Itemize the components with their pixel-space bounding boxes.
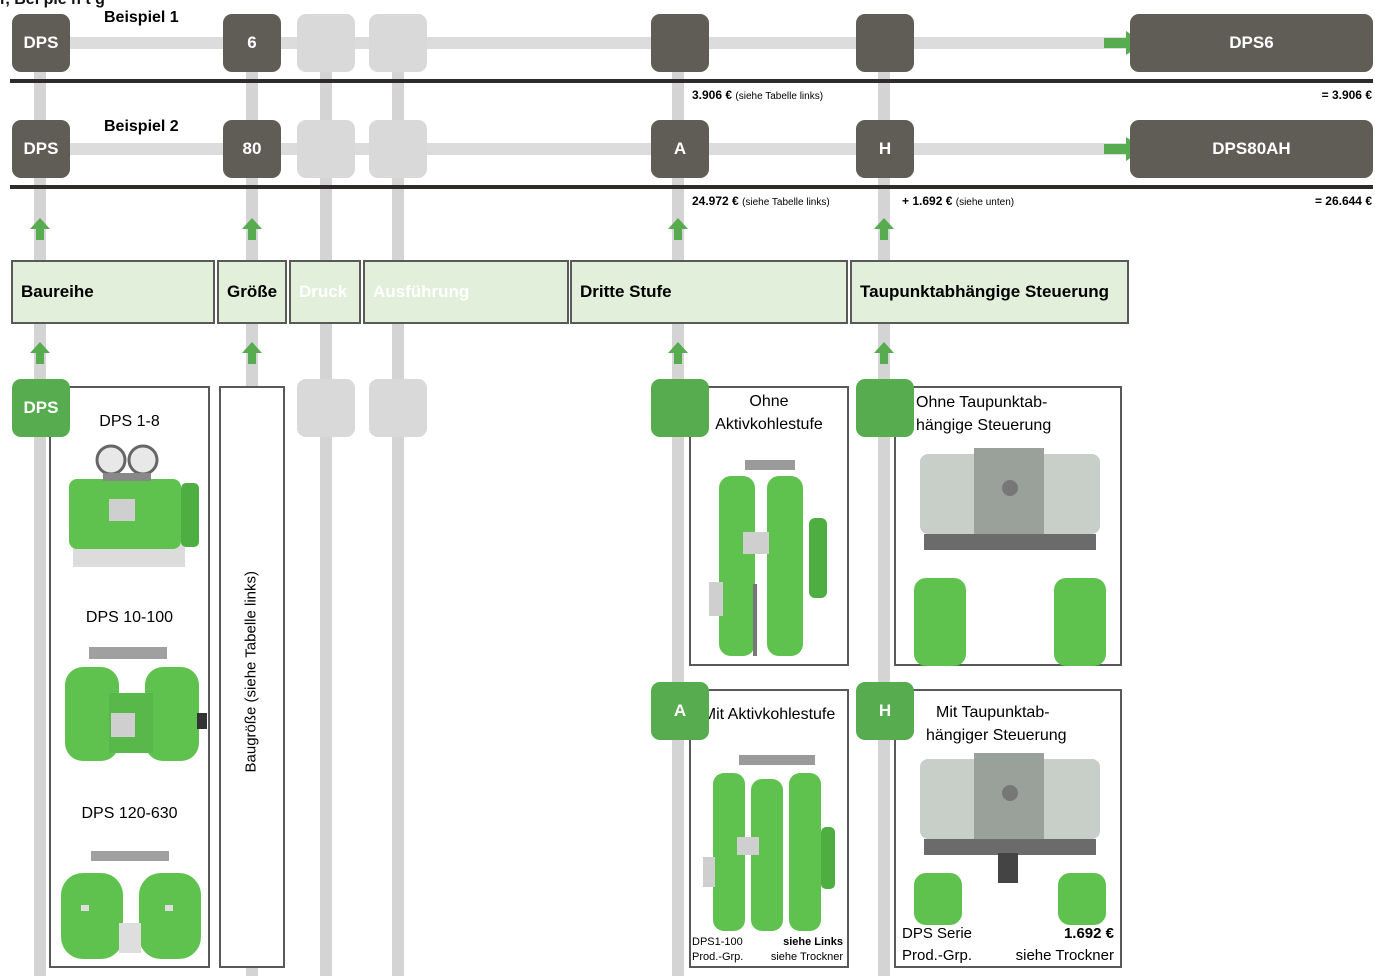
- footer-right-1: 1.692 €: [1063, 925, 1114, 942]
- example-2-total: = 26.644 €: [1314, 194, 1372, 208]
- ohne-steuerung-image: [914, 448, 1106, 666]
- example-1-code-ausfuehrung: [369, 14, 427, 72]
- footer-right-1: siehe Links: [783, 936, 843, 948]
- example-2-price-dritte-stufe: 24.972 € (siehe Tabelle links): [692, 194, 830, 208]
- example-1-total: = 3.906 €: [1321, 88, 1372, 102]
- option-label-2: hängige Steuerung: [916, 417, 1052, 434]
- example-2-code-druck: [297, 120, 355, 178]
- dritte-stufe-code-1: [651, 379, 709, 437]
- groesse-option-box: Baugröße (siehe Tabelle links): [219, 386, 285, 968]
- footer-right-2: siehe Trockner: [770, 951, 843, 963]
- dritte-stufe-code-2: A: [651, 682, 709, 740]
- guide-line-baureihe: [34, 60, 46, 976]
- example-1-code-taupunkt: [856, 14, 914, 72]
- category-druck: Druck: [289, 260, 361, 324]
- guide-line-taupunkt: [878, 60, 890, 976]
- example-2-code-baureihe: DPS: [12, 120, 70, 178]
- example-2-price-taupunkt: + 1.692 € (siehe unten): [902, 194, 1015, 208]
- example-2-code-taupunkt: H: [856, 120, 914, 178]
- ohne-aktivkohle-image: [709, 460, 827, 656]
- example-1-result: DPS6: [1130, 14, 1373, 72]
- footer-left-2: Prod.-Grp.: [902, 947, 973, 964]
- taupunkt-option-1: Ohne Taupunktab- hängige Steuerung: [894, 386, 1122, 666]
- rail-example-2: [60, 143, 1135, 155]
- category-baureihe: Baureihe: [11, 260, 215, 324]
- baureihe-option-box: DPS 1-8 DPS 10-100 DPS 120-630: [49, 386, 210, 968]
- example-1-divider: [10, 79, 1373, 83]
- rail-example-1: [60, 37, 1135, 49]
- dps-120-630-image: [61, 851, 201, 959]
- footer-right-2: siehe Trockner: [1015, 947, 1114, 964]
- ausfuehrung-placeholder: [369, 379, 427, 437]
- example-1-code-dritte-stufe: [651, 14, 709, 72]
- example-1-code-druck: [297, 14, 355, 72]
- arrow-up-icon: [668, 218, 688, 240]
- example-1-code-groesse: 6: [223, 14, 281, 72]
- category-groesse: Größe: [217, 260, 287, 324]
- taupunkt-code-1: [856, 379, 914, 437]
- model-dps-120-630: DPS 120-630: [81, 805, 178, 822]
- example-2-code-dritte-stufe: A: [651, 120, 709, 178]
- page-title-fragment: r, Bei pie n t g: [0, 0, 105, 9]
- example-2-code-ausfuehrung: [369, 120, 427, 178]
- dps-1-8-image: [69, 444, 199, 567]
- example-1-price-dritte-stufe: 3.906 € (siehe Tabelle links): [692, 88, 824, 102]
- arrow-up-icon: [874, 342, 894, 364]
- category-taupunkt: Taupunktabhängige Steuerung: [850, 260, 1129, 324]
- model-dps-1-8: DPS 1-8: [99, 413, 160, 430]
- example-2-result: DPS80AH: [1130, 120, 1373, 178]
- arrow-up-icon: [242, 218, 262, 240]
- guide-line-dritte-stufe: [672, 60, 684, 976]
- mit-steuerung-image: [914, 753, 1106, 925]
- taupunkt-option-2: Mit Taupunktab- hängiger Steuerung DPS S…: [894, 689, 1122, 968]
- example-2-divider: [10, 185, 1373, 189]
- footer-left-1: DPS Serie: [902, 925, 973, 942]
- footer-left-2: Prod.-Grp.: [692, 951, 744, 963]
- model-dps-10-100: DPS 10-100: [85, 609, 174, 626]
- category-ausfuehrung: Ausführung: [363, 260, 569, 324]
- druck-placeholder: [297, 379, 355, 437]
- option-label-2: hängiger Steuerung: [926, 727, 1067, 744]
- example-1-code-baureihe: DPS: [12, 14, 70, 72]
- example-1-label: Beispiel 1: [104, 9, 179, 26]
- arrow-up-icon: [30, 342, 50, 364]
- option-label-1: Mit Taupunktab-: [936, 704, 1050, 721]
- footer-left-1: DPS1-100: [692, 936, 743, 948]
- guide-line-ausfuehrung: [392, 60, 404, 976]
- mit-aktivkohle-image: [703, 755, 835, 931]
- taupunkt-code-2: H: [856, 682, 914, 740]
- dritte-stufe-option-2: Mit Aktivkohlestufe DPS1-100 Prod.-Grp. …: [689, 689, 849, 968]
- example-2-label: Beispiel 2: [104, 118, 179, 135]
- category-dritte-stufe: Dritte Stufe: [570, 260, 848, 324]
- option-label-1: Ohne Taupunktab-: [916, 394, 1048, 411]
- baureihe-code: DPS: [12, 379, 70, 437]
- guide-line-druck: [320, 60, 332, 976]
- arrow-up-icon: [30, 218, 50, 240]
- dps-10-100-image: [65, 647, 207, 761]
- dritte-stufe-option-1: Ohne Aktivkohlestufe: [689, 386, 849, 666]
- groesse-vertical-label: Baugröße (siehe Tabelle links): [242, 571, 260, 773]
- option-label: Mit Aktivkohlestufe: [702, 706, 836, 723]
- option-label: Ohne Aktivkohlestufe: [715, 393, 823, 433]
- arrow-up-icon: [668, 342, 688, 364]
- arrow-up-icon: [874, 218, 894, 240]
- arrow-up-icon: [242, 342, 262, 364]
- example-2-code-groesse: 80: [223, 120, 281, 178]
